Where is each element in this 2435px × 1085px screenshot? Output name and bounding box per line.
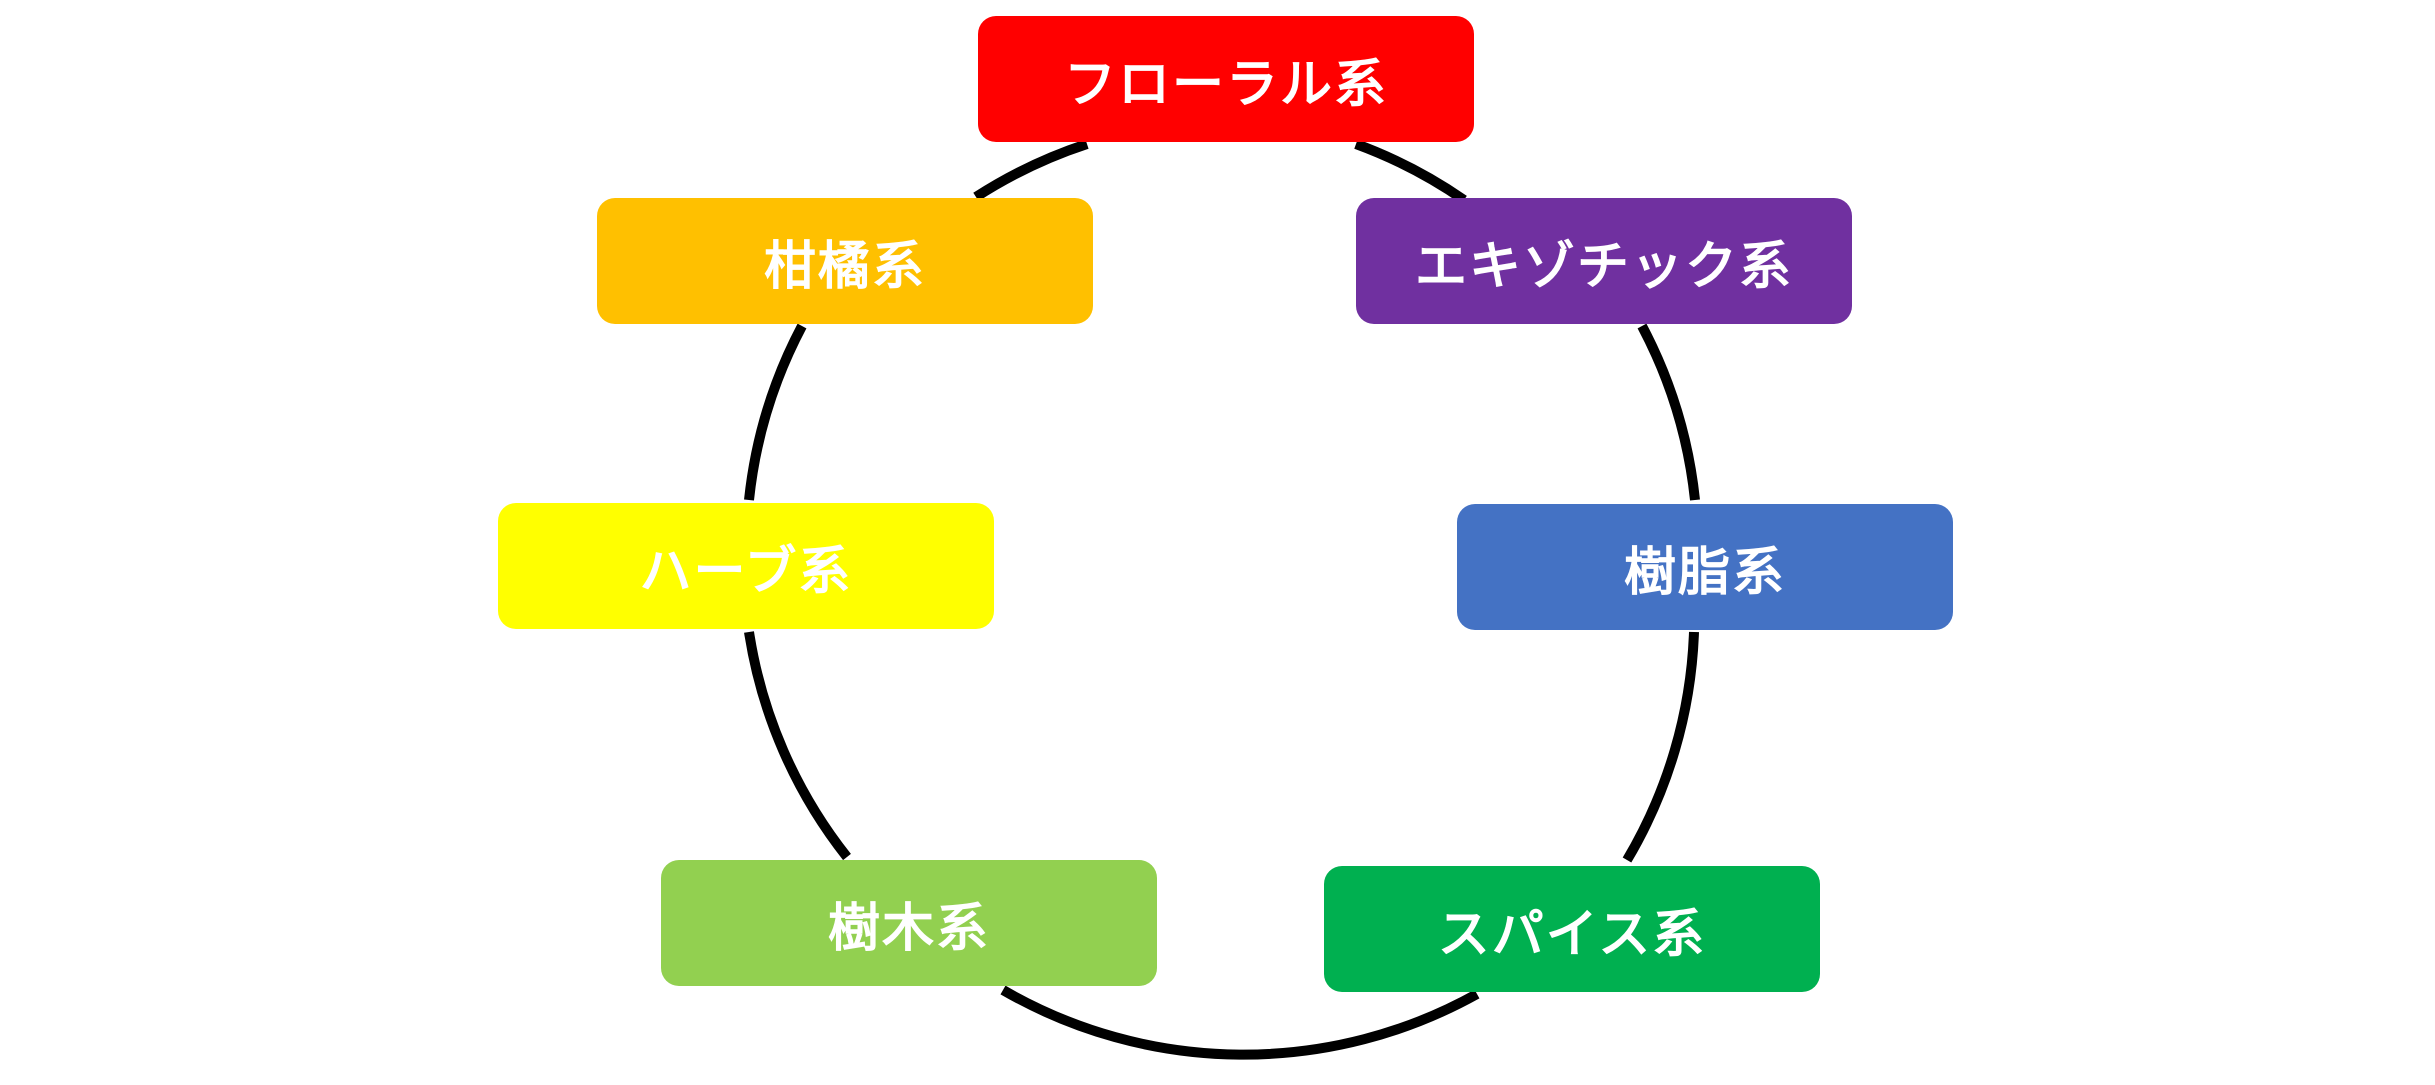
node-label-spice: スパイス系 bbox=[1437, 904, 1707, 965]
node-herb: ハーブ系 bbox=[498, 503, 994, 629]
ring-arc-citrus-floral bbox=[973, 139, 1089, 202]
node-label-citrus: 柑橘系 bbox=[763, 236, 926, 297]
node-label-herb: ハーブ系 bbox=[639, 541, 853, 602]
ring-arc-woody-herb bbox=[744, 631, 851, 861]
node-label-resin: 樹脂系 bbox=[1623, 542, 1786, 603]
node-citrus: 柑橘系 bbox=[597, 198, 1093, 324]
ring-arc-floral-exotic bbox=[1354, 139, 1467, 205]
node-exotic: エキゾチック系 bbox=[1356, 198, 1852, 324]
node-floral: フローラル系 bbox=[978, 16, 1474, 142]
node-spice: スパイス系 bbox=[1324, 866, 1820, 992]
node-label-woody: 樹木系 bbox=[827, 898, 990, 959]
node-label-floral: フローラル系 bbox=[1063, 54, 1388, 115]
ring-arc-spice-woody bbox=[1000, 985, 1480, 1060]
ring-arc-resin-spice bbox=[1622, 631, 1699, 863]
node-resin: 樹脂系 bbox=[1457, 504, 1953, 630]
node-woody: 樹木系 bbox=[661, 860, 1157, 986]
ring-arc-exotic-resin bbox=[1637, 323, 1700, 501]
node-label-exotic: エキゾチック系 bbox=[1414, 236, 1793, 297]
ring-arc-herb-citrus bbox=[744, 323, 807, 501]
